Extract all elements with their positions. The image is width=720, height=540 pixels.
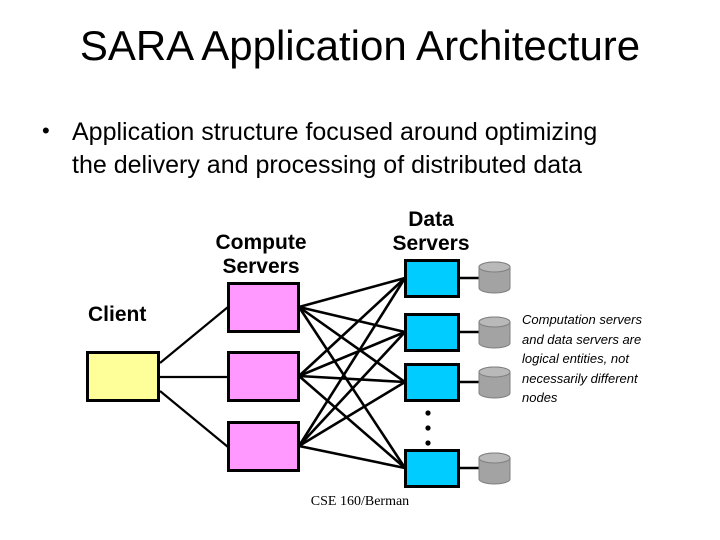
disk-top xyxy=(478,452,511,464)
note-line-3: logical entities, not xyxy=(522,351,629,366)
data-servers-label: Data Servers xyxy=(392,208,470,255)
edge-cs1-ds1 xyxy=(298,276,406,309)
bullet-line-1: Application structure focused around opt… xyxy=(72,118,598,146)
bullet-text: Application structure focused around opt… xyxy=(72,116,597,182)
edge-cs3-ds4 xyxy=(298,444,406,470)
data-server-box-2 xyxy=(404,313,460,352)
ellipsis-dot xyxy=(425,425,431,431)
compute-servers-label: Compute Servers xyxy=(215,231,307,278)
client-box xyxy=(86,351,160,402)
disk-icon xyxy=(478,452,511,485)
bullet-marker: • xyxy=(42,118,50,143)
vertical-ellipsis-icon xyxy=(425,410,431,446)
edge-cs2-ds3 xyxy=(298,374,406,384)
note-text: Computation servers and data servers are… xyxy=(522,310,692,408)
edge-cs2-ds2 xyxy=(298,330,406,378)
data-server-box-1 xyxy=(404,259,460,298)
edge-cs2-ds4 xyxy=(298,375,406,469)
edge-cs3-ds2 xyxy=(298,331,406,447)
disk-icon xyxy=(478,366,511,399)
note-line-1: Computation servers xyxy=(522,312,642,327)
edge-cs2-ds1 xyxy=(298,277,406,377)
note-line-4: necessarily different xyxy=(522,370,638,386)
disk-icon xyxy=(478,261,511,294)
ellipsis-dot xyxy=(425,410,431,416)
edge-cs1-ds2 xyxy=(298,305,406,334)
note-line-5: nodes xyxy=(522,390,558,405)
edge-cs1-ds3 xyxy=(298,305,406,384)
data-server-box-4 xyxy=(404,449,460,488)
footer-text: CSE 160/Berman xyxy=(310,494,410,509)
edge-cs3-ds3 xyxy=(298,380,406,448)
note-line-2: and data servers are xyxy=(522,331,642,347)
data-disk-edges xyxy=(458,276,481,470)
page-title: SARA Application Architecture xyxy=(79,22,641,69)
edge-cs3-ds1 xyxy=(297,277,407,447)
disk-icon xyxy=(478,316,511,349)
disk-top xyxy=(478,316,511,328)
compute-data-edges xyxy=(297,276,407,470)
disk-top xyxy=(478,366,511,378)
edge-client-cs3 xyxy=(159,390,229,448)
ellipsis-dot xyxy=(425,440,431,446)
client-label: Client xyxy=(88,303,147,326)
compute-server-box-2 xyxy=(227,351,300,402)
disk-top xyxy=(478,261,511,273)
client-compute-edges xyxy=(159,306,229,448)
compute-server-box-3 xyxy=(227,421,300,472)
data-server-box-3 xyxy=(404,363,460,402)
bullet-line-2: the delivery and processing of distribut… xyxy=(72,151,583,179)
edge-client-cs1 xyxy=(159,306,229,364)
disk-icons xyxy=(478,261,511,485)
compute-server-box-1 xyxy=(227,282,300,333)
